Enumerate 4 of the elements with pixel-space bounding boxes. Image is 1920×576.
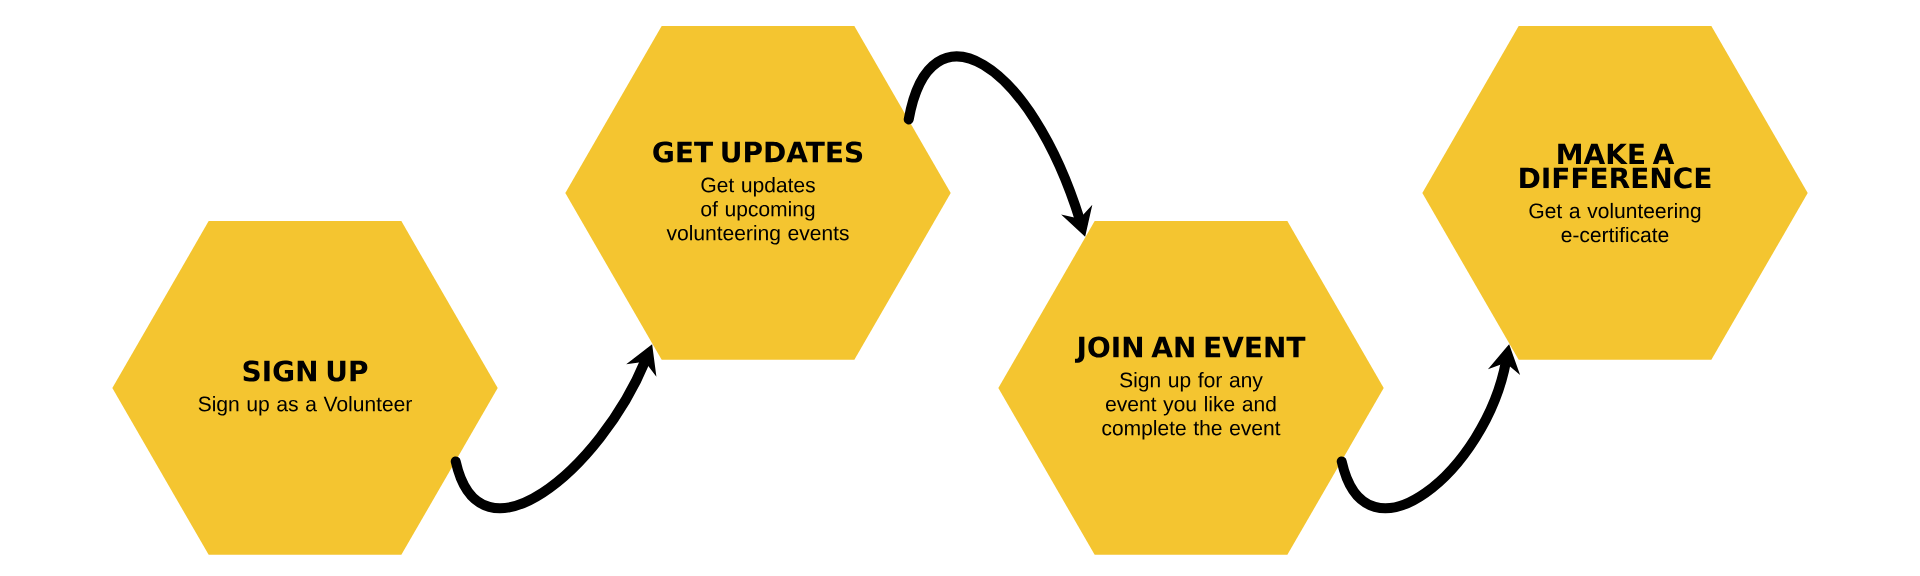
hexagon-step: MAKE A DIFFERENCE Get a volunteering e-certificate: [1422, 26, 1808, 360]
hexagon-step: GET UPDATES Get updates of upcoming volunteering events: [565, 26, 951, 360]
hexagon-step: JOIN AN EVENT Sign up for any event you like and complete the event: [998, 221, 1384, 555]
hexagon-step: SIGN UP Sign up as a Volunteer: [112, 221, 498, 555]
